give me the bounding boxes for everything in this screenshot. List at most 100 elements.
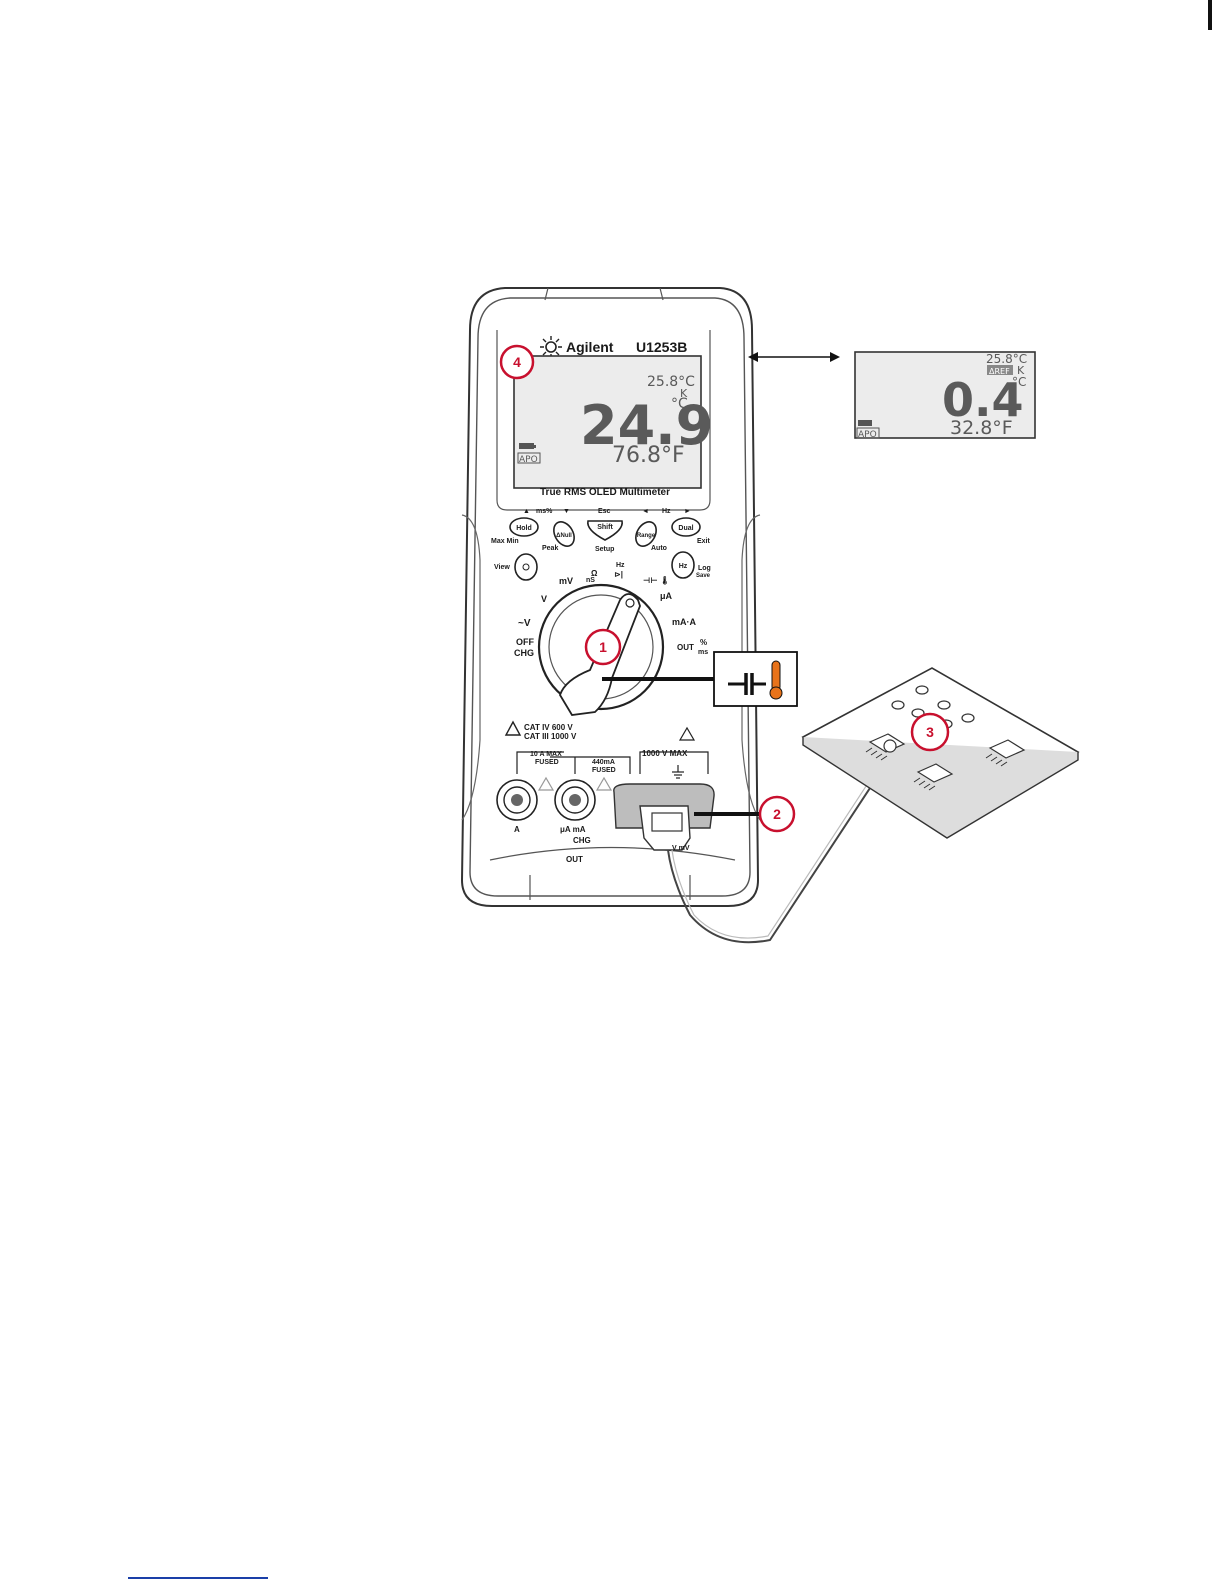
hold-button[interactable]: Hold (509, 517, 539, 537)
svg-text:Auto: Auto (651, 545, 667, 552)
svg-text:View: View (494, 564, 510, 571)
svg-text:Range: Range (637, 533, 656, 539)
thermometer-icon (769, 660, 783, 700)
svg-text:2: 2 (773, 806, 781, 822)
svg-text:OUT: OUT (677, 643, 694, 652)
null-button[interactable]: ΔNull (550, 518, 579, 550)
svg-text:◄: ◄ (642, 508, 649, 515)
alt-apo-indicator: APO (858, 430, 877, 440)
alt-tertiary-value: 32.8°F (950, 417, 1013, 439)
svg-text:A: A (514, 825, 520, 834)
svg-text:▼: ▼ (563, 508, 570, 515)
callout-3: 3 (910, 712, 950, 752)
main-display: 25.8°C K 24.9 °C 76.8°F APO (513, 355, 713, 489)
main-tertiary-value: 76.8°F (612, 443, 685, 468)
warning-triangle-icon (678, 726, 696, 741)
svg-text:Setup: Setup (595, 546, 614, 553)
svg-text:1000 V MAX: 1000 V MAX (642, 749, 688, 758)
svg-text:μA: μA (660, 591, 673, 601)
warning-triangle-icon (537, 776, 555, 791)
brand-header: Agilent U1253B (540, 336, 687, 358)
probe-cable (667, 749, 896, 944)
svg-text:Log: Log (698, 565, 711, 572)
svg-text:4: 4 (513, 354, 521, 370)
alt-secondary-value: 25.8°C (986, 352, 1027, 366)
display-toggle-arrow (748, 352, 840, 362)
svg-text:⊣⊢ 🌡: ⊣⊢ 🌡 (643, 575, 670, 585)
alternate-display: 25.8°C ΔREF K °C 0.4 32.8°F APO (854, 351, 1036, 440)
main-primary-value: 24.9 (580, 394, 713, 457)
probe-tip (883, 739, 897, 753)
svg-text:Esc: Esc (598, 508, 611, 515)
warning-triangle-icon (504, 720, 522, 736)
svg-text:mA·A: mA·A (672, 617, 696, 627)
circuit-board (801, 667, 1080, 839)
svg-text:V: V (541, 594, 547, 604)
capacitance-temperature-box (713, 651, 798, 707)
svg-text:V mV: V mV (672, 845, 690, 852)
temperature-probe-adapter: V mV (613, 783, 715, 852)
svg-text:ms: ms (698, 649, 708, 656)
main-secondary-value: 25.8°C (647, 374, 695, 390)
callout-4: 4 (499, 344, 535, 380)
svg-text:Peak: Peak (542, 545, 558, 552)
callout-2: 2 (694, 795, 796, 833)
svg-text:Max Min: Max Min (491, 538, 519, 545)
device-subtitle: True RMS OLED Multimeter (540, 487, 670, 498)
svg-text:Hz: Hz (679, 563, 688, 570)
svg-text:Dual: Dual (678, 525, 693, 532)
alt-k-indicator: K (1017, 364, 1025, 377)
svg-text:~V: ~V (518, 618, 531, 629)
ua-ma-terminal-jack[interactable] (554, 779, 596, 821)
svg-text:⊳|: ⊳| (614, 570, 623, 579)
svg-text:OUT: OUT (566, 855, 583, 864)
ground-icon (672, 765, 684, 779)
svg-text:Exit: Exit (697, 538, 711, 545)
brightness-icon (522, 563, 530, 571)
alt-primary-value: 0.4 (942, 373, 1024, 427)
top-edge-mark (1208, 0, 1212, 30)
range-button[interactable]: Range (632, 518, 661, 550)
svg-text:FUSED: FUSED (592, 767, 616, 774)
svg-text:ms%: ms% (536, 508, 553, 515)
hz-button[interactable]: Hz (671, 551, 695, 579)
svg-text:nS: nS (586, 577, 595, 584)
svg-text:CAT IV 600 V: CAT IV 600 V (524, 723, 573, 732)
main-apo-indicator: APO (519, 455, 538, 465)
backlight-button[interactable] (514, 553, 538, 581)
svg-text:Save: Save (696, 573, 711, 579)
capacitor-icon (728, 673, 766, 695)
svg-text:OFF: OFF (516, 637, 534, 647)
warning-triangle-icon (595, 776, 613, 791)
svg-text:mV: mV (559, 576, 573, 586)
svg-text:Hz: Hz (662, 508, 671, 515)
a-terminal-jack[interactable] (496, 779, 538, 821)
button-panel: ▲ ms% ▼ Esc ◄ Hz ► Hold ΔNull Shift Rang… (491, 508, 711, 581)
main-primary-unit: °C (671, 396, 688, 412)
svg-text:FUSED: FUSED (535, 759, 559, 766)
main-k-indicator: K (680, 387, 688, 400)
ic-chip (985, 739, 1026, 767)
svg-text:CHG: CHG (514, 648, 534, 658)
svg-text:CHG: CHG (573, 836, 591, 845)
svg-text:Hold: Hold (516, 525, 532, 532)
model-name: U1253B (636, 339, 687, 355)
dial-labels: nS nS Ω Hz ⊳| ⊣⊢ 🌡 mV V ~V μA mA·A OFF C… (514, 562, 708, 658)
svg-text:3: 3 (926, 724, 934, 740)
svg-text:10 A MAX: 10 A MAX (530, 751, 562, 758)
svg-text:μA mA: μA mA (560, 825, 586, 834)
brand-name: Agilent (566, 339, 614, 355)
cat-warning: CAT IV 600 V CAT III 1000 V (504, 720, 577, 741)
alt-primary-unit: °C (1012, 375, 1026, 389)
footer-link-underline (128, 1577, 268, 1579)
svg-text:CAT III 1000 V: CAT III 1000 V (524, 732, 577, 741)
svg-text:%: % (700, 638, 707, 647)
shift-button[interactable]: Shift (587, 520, 623, 541)
terminal-labels: 10 A MAX FUSED 440mA FUSED 1000 V MAX (516, 726, 709, 779)
svg-text:440mA: 440mA (592, 759, 615, 766)
svg-text:Shift: Shift (597, 524, 613, 531)
alt-ref-tag: ΔREF (989, 367, 1010, 376)
dual-button[interactable]: Dual (671, 517, 701, 537)
svg-text:▲: ▲ (523, 508, 530, 515)
